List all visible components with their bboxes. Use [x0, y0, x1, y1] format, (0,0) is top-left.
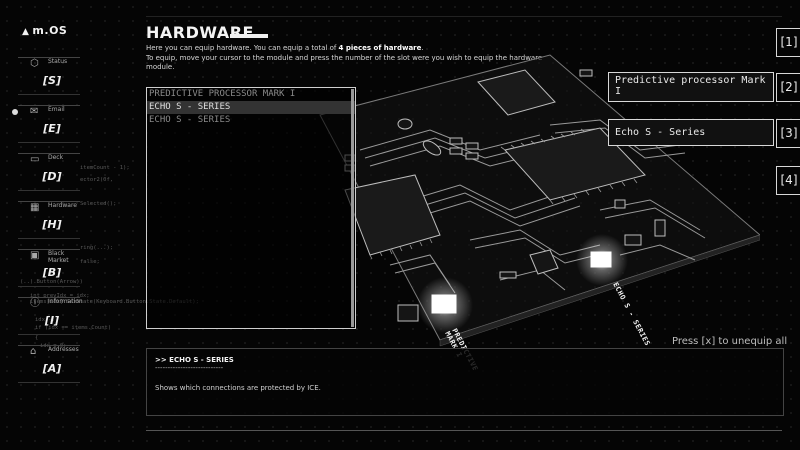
module-info-separator: --------------------------- [155, 364, 224, 372]
sidebar-item-label: Deck [48, 154, 64, 161]
header-divider [146, 16, 782, 17]
sidebar-item-divider [18, 297, 80, 298]
sidebar-item-hardware[interactable]: ▦ Hardware [H] [18, 198, 80, 242]
mountain-icon: ▲ [22, 27, 30, 37]
chip-icon: ▦ [30, 202, 40, 213]
sidebar-item-divider [18, 238, 80, 239]
sidebar-item-divider [18, 57, 80, 58]
sidebar-item-divider [18, 201, 80, 202]
sidebar-item-label: Email [48, 106, 65, 113]
background-code-line: { [35, 335, 39, 341]
desc-text-1: Here you can equip hardware. You can equ… [146, 44, 339, 52]
sidebar-item-label: Hardware [48, 202, 77, 209]
background-code: itemCount - 1); ector2(0f, Selected(); ring… [20, 92, 199, 442]
background-code-line: idx = 0; [40, 343, 67, 349]
sidebar-item-email[interactable]: ✉ Email [E] [18, 102, 80, 146]
board-outline [319, 54, 760, 341]
sidebar-item-label: Information [48, 298, 83, 305]
sidebar-item-key: [E] [43, 122, 61, 135]
sidebar-item-key: [I] [44, 314, 60, 327]
hexagon-icon: ⬡ [30, 58, 39, 69]
sidebar-item-divider [18, 142, 80, 143]
background-code-line: false; [80, 259, 100, 265]
desc-text-2: . [421, 44, 424, 52]
slot-2-number[interactable]: [2] [776, 73, 800, 102]
sidebar-item-divider [18, 382, 80, 383]
sidebar-item-label: Black Market [48, 250, 69, 264]
page-description: Here you can equip hardware. You can equ… [146, 44, 566, 73]
footer-divider [146, 430, 782, 431]
module-2 [590, 251, 612, 268]
small-components [344, 69, 666, 322]
sidebar-item-key: [B] [42, 266, 62, 279]
background-code-line: idx--; [35, 317, 55, 323]
board-edge [439, 234, 760, 347]
sidebar-item-key: [A] [42, 362, 62, 375]
hardware-list-item[interactable]: ECHO S - SERIES [147, 101, 355, 114]
sidebar-item-key: [D] [42, 170, 62, 183]
background-code-line: ring(...); [80, 245, 114, 251]
sidebar-item-divider [18, 345, 80, 346]
sidebar-item-divider [18, 153, 80, 154]
sidebar-item-divider [18, 190, 80, 191]
background-code-line: items[idx].SetState(Keyboard.Button.Stat… [30, 299, 199, 305]
title-underline [230, 34, 268, 38]
info-icon: ⓘ [30, 298, 40, 309]
module-1 [431, 294, 457, 314]
page-title: HARDWARE [146, 23, 254, 42]
sidebar-item-key: [H] [42, 218, 62, 231]
slot-4-number[interactable]: [4] [776, 166, 800, 195]
sidebar-item-deck[interactable]: ▭ Deck [D] [18, 150, 80, 194]
sidebar-item-addresses[interactable]: ⌂ Addresses [A] [18, 342, 80, 386]
background-code-line: itemCount - 1); [80, 165, 130, 171]
address-icon: ⌂ [30, 346, 37, 357]
sidebar-item-divider [18, 105, 80, 106]
sidebar-item-divider [18, 249, 80, 250]
sidebar-item-label: Addresses [48, 346, 79, 353]
sidebar-item-label: Status [48, 58, 68, 65]
background-code-line: (..).Button(Arrow)) [20, 279, 83, 285]
background-code-line: if (idx == items.Count) [35, 325, 112, 331]
sidebar-item-divider [18, 94, 80, 95]
chip-label-echo: ECHO S - SERIES [611, 281, 651, 347]
module-info-description: Shows which connections are protected by… [155, 384, 321, 392]
sidebar-item-key: [S] [43, 74, 61, 87]
module-info-name: >> ECHO S - SERIES [155, 356, 234, 364]
hardware-list-item[interactable]: ECHO S - SERIES [149, 115, 231, 125]
sidebar-item-divider [18, 334, 80, 335]
background-code-line: int prevIdx = idx; [30, 293, 90, 299]
sidebar-item-information[interactable]: ⓘ Information [I] [18, 294, 83, 338]
hardware-list: PREDICTIVE PROCESSOR MARK I ECHO S - SERI… [146, 87, 356, 329]
sidebar-item-status[interactable]: ⬡ Status [S] [18, 54, 80, 98]
slot-2-content[interactable]: Predictive processor Mark I [608, 72, 774, 102]
background-code-line: ector2(0f, [80, 177, 114, 183]
list-scrollbar[interactable] [351, 89, 354, 327]
sidebar-item-divider [18, 286, 80, 287]
logo-text: m.OS [32, 24, 68, 37]
circuit-board: PREDICTIVE PROCESSOR MARK I ECHO S - SER… [319, 54, 760, 370]
slot-3-number[interactable]: [3] [776, 119, 800, 148]
active-indicator-dot [12, 109, 18, 115]
hardware-list-item[interactable]: PREDICTIVE PROCESSOR MARK I [149, 89, 296, 99]
unequip-hint: Press [x] to unequip all [672, 336, 788, 347]
hardware-list-rows: PREDICTIVE PROCESSOR MARK I ECHO S - SERI… [147, 88, 355, 127]
slot-3-content[interactable]: Echo S - Series [608, 119, 774, 146]
module-info-panel: >> ECHO S - SERIES ---------------------… [146, 348, 784, 416]
chip-pins [369, 128, 638, 260]
chip-top [344, 69, 646, 256]
app-logo: ▲m.OS [22, 24, 67, 37]
envelope-icon: ✉ [30, 106, 39, 117]
background-code-line: Selected(); [80, 201, 117, 207]
market-icon: ▣ [30, 250, 40, 261]
sidebar-item-black-market[interactable]: ▣ Black Market [B] [18, 246, 80, 290]
desc-highlight: 4 pieces of hardware [338, 44, 422, 52]
desc-text-3: To equip, move your cursor to the module… [146, 53, 543, 72]
slot-1-number[interactable]: [1] [776, 28, 800, 57]
deck-icon: ▭ [30, 154, 40, 165]
